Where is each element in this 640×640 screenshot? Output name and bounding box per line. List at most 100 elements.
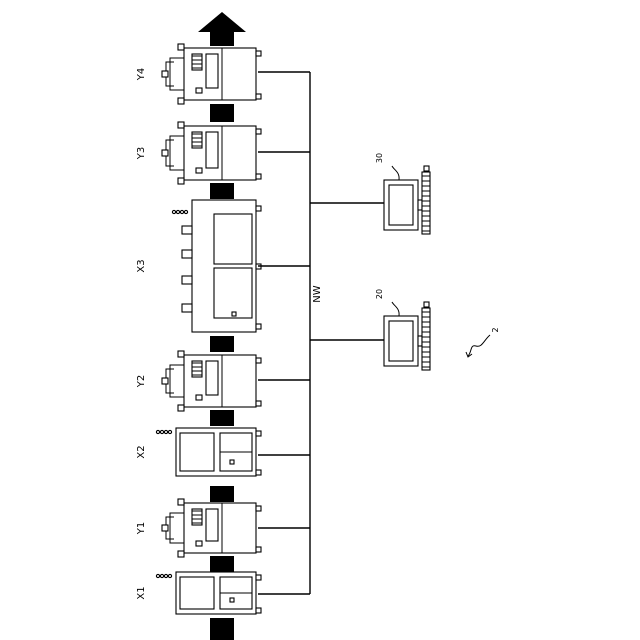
monitor-screen — [389, 321, 413, 361]
machine-display — [206, 54, 218, 88]
machine-head — [162, 525, 168, 531]
machine-y4: Y4 — [136, 44, 261, 104]
machine-foot — [256, 608, 261, 613]
machine-foot — [256, 547, 261, 552]
status-lamp-icon — [176, 210, 179, 213]
machine-head — [162, 378, 168, 384]
machine-x2: X2 — [136, 428, 261, 476]
machine-y1: Y1 — [136, 499, 261, 557]
machine-label: Y4 — [136, 68, 147, 81]
machine-port — [182, 226, 192, 234]
machine-y3: Y3 — [136, 122, 261, 184]
reference-leader-line — [468, 335, 490, 356]
conveyor-block — [210, 336, 234, 352]
machine-button — [196, 88, 202, 93]
conveyor-block — [210, 183, 234, 199]
machine-foot — [256, 431, 261, 436]
machine-display — [206, 132, 218, 168]
machine-label: X1 — [136, 586, 147, 599]
status-lamp-icon — [156, 430, 159, 433]
machine-button — [196, 541, 202, 546]
machine-arm — [170, 365, 184, 397]
flow-direction-arrow-icon — [198, 12, 246, 46]
machine-label: Y3 — [136, 147, 147, 160]
machine-foot — [256, 401, 261, 406]
machine-cap — [178, 44, 184, 50]
machine-indicator — [232, 312, 236, 316]
computer-label: 20 — [375, 289, 384, 299]
machine-foot — [256, 206, 261, 211]
conveyor-block — [210, 486, 234, 502]
monitor-stand — [418, 200, 422, 210]
status-lamp-icon — [168, 574, 171, 577]
conveyor-block — [210, 556, 234, 572]
machine-foot — [256, 358, 261, 363]
machine-label: X2 — [136, 445, 147, 458]
machine-cap — [178, 405, 184, 411]
machine-label: Y1 — [136, 522, 147, 535]
machine-panel — [180, 433, 214, 471]
machine-head — [162, 150, 168, 156]
machine-foot — [256, 324, 261, 329]
machine-foot — [256, 51, 261, 56]
machine-x3: X3 — [136, 200, 261, 332]
machine-indicator — [230, 460, 234, 464]
machine-foot — [256, 94, 261, 99]
machine-label: Y2 — [136, 375, 147, 388]
monitor-screen — [389, 185, 413, 225]
network: NW — [258, 72, 384, 594]
machine-port — [182, 276, 192, 284]
machine-foot — [256, 129, 261, 134]
computer-30: 30 — [375, 153, 430, 234]
machine-head — [162, 71, 168, 77]
machine-indicator — [230, 598, 234, 602]
machine-port — [182, 304, 192, 312]
machine-cap — [178, 551, 184, 557]
machine-foot — [256, 506, 261, 511]
monitor-stand — [418, 336, 422, 346]
machine-display — [206, 361, 218, 395]
reference-leader-line — [392, 166, 399, 180]
machine-panel — [214, 214, 252, 264]
status-lamp-icon — [156, 574, 159, 577]
machine-label: X3 — [136, 259, 147, 272]
reference-leader-line — [392, 302, 399, 316]
mouse-icon — [424, 302, 429, 307]
status-lamp-icon — [160, 574, 163, 577]
machine-arm — [170, 136, 184, 170]
status-lamp-icon — [164, 430, 167, 433]
system-label: 2 — [491, 327, 500, 332]
status-lamp-icon — [180, 210, 183, 213]
status-lamp-icon — [160, 430, 163, 433]
status-lamp-icon — [168, 430, 171, 433]
computer-label: 30 — [375, 153, 384, 163]
status-lamp-icon — [164, 574, 167, 577]
machine-y2: Y2 — [136, 351, 261, 411]
computer-20: 20 — [375, 289, 430, 370]
machine-foot — [256, 470, 261, 475]
conveyor-block — [210, 618, 234, 640]
mouse-icon — [424, 166, 429, 171]
machine-x1: X1 — [136, 572, 261, 614]
network-label: NW — [312, 285, 323, 302]
machine-foot — [256, 575, 261, 580]
machine-cap — [178, 499, 184, 505]
machine-cap — [178, 122, 184, 128]
machine-button — [196, 168, 202, 173]
machine-arm — [170, 58, 184, 90]
machine-cap — [178, 98, 184, 104]
computers: 30 20 — [375, 153, 430, 370]
machine-cap — [178, 351, 184, 357]
machine-panel — [180, 577, 214, 609]
machine-line: X1 Y1 X2 Y2 X3 Y3 Y4 — [136, 44, 261, 614]
status-lamp-icon — [184, 210, 187, 213]
machine-port — [182, 250, 192, 258]
status-lamp-icon — [172, 210, 175, 213]
machine-cap — [178, 178, 184, 184]
conveyor-block — [210, 104, 234, 122]
machine-button — [196, 395, 202, 400]
machine-display — [206, 509, 218, 541]
system-reference: 2 — [466, 327, 500, 357]
conveyor-block — [210, 410, 234, 426]
